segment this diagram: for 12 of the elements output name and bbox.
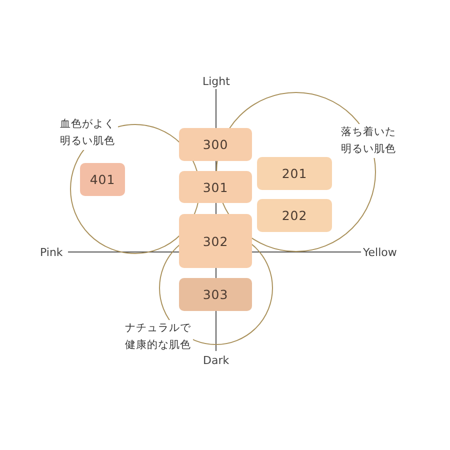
shade-box: 301	[179, 171, 252, 203]
group-label: 血色がよく明るい肌色	[58, 116, 118, 150]
axis-label: Dark	[203, 354, 230, 366]
shade-box: 401	[80, 163, 125, 196]
axis-label: Light	[202, 74, 230, 88]
shade-box: 202	[257, 199, 332, 232]
axis-label: Yellow	[363, 246, 397, 258]
shade-box: 302	[179, 214, 252, 268]
axis-label: Pink	[40, 246, 63, 258]
shade-box: 300	[179, 128, 252, 161]
shade-box: 201	[257, 157, 332, 190]
shade-box: 303	[179, 278, 252, 311]
